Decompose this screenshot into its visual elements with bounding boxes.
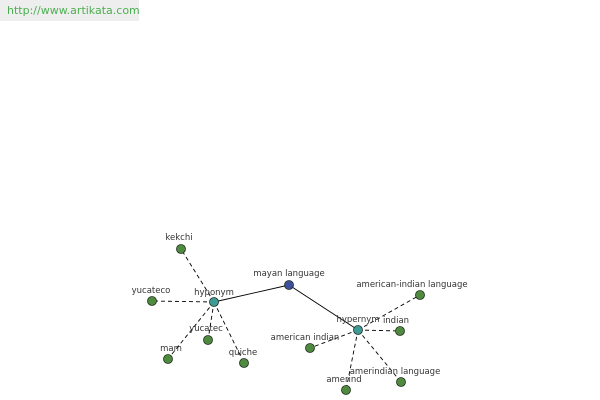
label-quiche[interactable]: quiche [229, 348, 257, 358]
label-yucateco[interactable]: yucateco [132, 286, 171, 296]
node-amerind[interactable] [341, 385, 351, 395]
nodes-layer [147, 244, 425, 395]
node-quiche[interactable] [239, 358, 249, 368]
edge-mayan-language-hyponym [213, 284, 290, 303]
label-hyponym[interactable]: hyponym [194, 288, 234, 298]
label-american-indian-language[interactable]: american-indian language [356, 280, 467, 290]
source-link[interactable]: http://www.artikata.com [0, 0, 139, 21]
edge-mayan-language-hypernym [288, 284, 359, 331]
node-hypernym[interactable] [353, 325, 363, 335]
node-indian[interactable] [395, 326, 405, 336]
edge-hyponym-yucateco [151, 300, 215, 303]
node-kekchi[interactable] [176, 244, 186, 254]
edge-hyponym-mam [167, 301, 215, 360]
edge-hyponym-quiche [213, 301, 245, 364]
node-mayan-language[interactable] [284, 280, 294, 290]
node-hyponym[interactable] [209, 297, 219, 307]
label-kekchi[interactable]: kekchi [165, 233, 192, 243]
node-amerindian-language[interactable] [396, 377, 406, 387]
node-american-indian[interactable] [305, 343, 315, 353]
label-mayan-language[interactable]: mayan language [253, 269, 324, 279]
label-indian[interactable]: indian [383, 316, 409, 326]
edges-layer [151, 248, 421, 391]
label-amerind[interactable]: amerind [326, 375, 361, 385]
label-mam[interactable]: mam [160, 344, 182, 354]
node-yucatec[interactable] [203, 335, 213, 345]
labels-layer: mayan language hyponym kekchi yucateco yucat… [132, 233, 468, 385]
edge-hypernym-amerind [345, 329, 359, 391]
node-yucateco[interactable] [147, 296, 157, 306]
edge-hypernym-amerindian-language [357, 329, 402, 383]
edge-hypernym-indian [357, 329, 401, 332]
label-american-indian[interactable]: american indian [271, 333, 340, 343]
label-yucatec[interactable]: yucatec [189, 324, 223, 334]
node-mam[interactable] [163, 354, 173, 364]
edge-hypernym-american-indian [309, 329, 359, 349]
label-amerindian-language[interactable]: amerindian language [350, 367, 441, 377]
label-hypernym[interactable]: hypernym [336, 315, 379, 325]
edge-hypernym-american-indian-language [357, 294, 421, 331]
node-american-indian-language[interactable] [415, 290, 425, 300]
edge-hyponym-kekchi [180, 248, 215, 303]
